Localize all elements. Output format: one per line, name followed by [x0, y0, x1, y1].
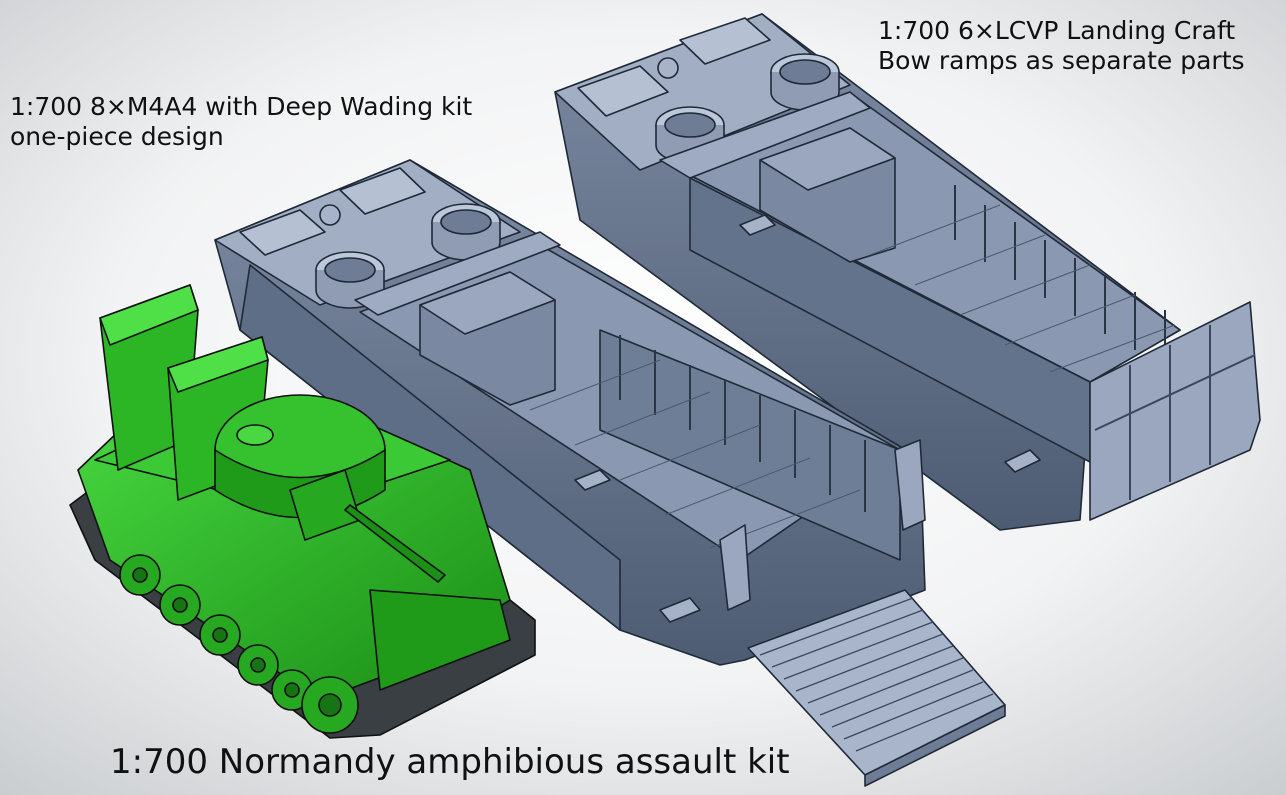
lcvp-bow-ramp: [747, 589, 1006, 787]
tank-caption-line1: 1:700 8×M4A4 with Deep Wading kit: [10, 92, 473, 121]
tank-caption: 1:700 8×M4A4 with Deep Wading kit one-pi…: [10, 92, 472, 152]
lcvp-caption-line2: Bow ramps as separate parts: [878, 46, 1245, 75]
tank-caption-line2: one-piece design: [10, 122, 224, 151]
kit-title: 1:700 Normandy amphibious assault kit: [110, 742, 790, 782]
lcvp-caption: 1:700 6×LCVP Landing Craft Bow ramps as …: [878, 16, 1245, 76]
lcvp-caption-line1: 1:700 6×LCVP Landing Craft: [878, 16, 1236, 45]
m4a4-tank: [69, 284, 536, 739]
lcvp-front: [214, 159, 926, 666]
lcvp-back: [554, 13, 1261, 531]
